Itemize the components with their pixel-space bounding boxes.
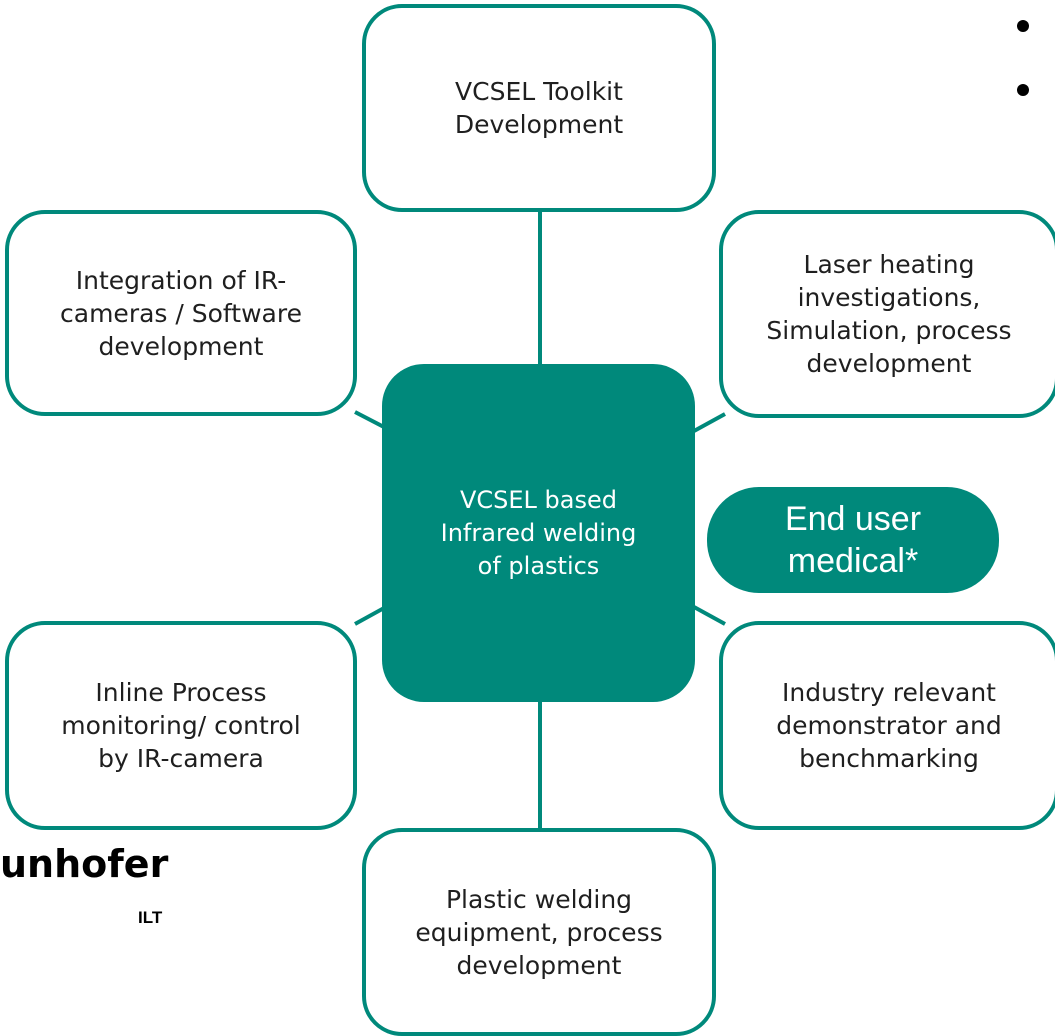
node-ir-camera-integration-label: Integration of IR- cameras / Software de…	[60, 265, 302, 361]
connector-upper-left	[354, 410, 385, 429]
node-center-welding-label: VCSEL based Infrared welding of plastics	[440, 485, 637, 580]
node-laser-heating-label: Laser heating investigations, Simulation…	[766, 250, 1012, 378]
end-user-medical-label: End user medical*	[784, 500, 922, 580]
connector-upper-right	[693, 412, 726, 433]
node-industry-demonstrator: Industry relevant demonstrator and bench…	[719, 621, 1055, 830]
node-vcsel-toolkit-label: VCSEL Toolkit Development	[454, 77, 624, 139]
node-center-welding: VCSEL based Infrared welding of plastics	[382, 364, 695, 702]
bullet-dot-1	[1017, 20, 1029, 32]
logo-institute: ILT	[138, 908, 163, 927]
end-user-medical-badge: End user medical*	[707, 487, 999, 593]
node-laser-heating: Laser heating investigations, Simulation…	[719, 210, 1055, 418]
fraunhofer-ilt-logo: unhofer ILT	[0, 842, 210, 942]
node-inline-monitoring: Inline Process monitoring/ control by IR…	[5, 621, 357, 830]
logo-wordmark: unhofer	[0, 842, 169, 886]
node-plastic-welding: Plastic welding equipment, process devel…	[362, 828, 716, 1036]
node-vcsel-toolkit: VCSEL Toolkit Development	[362, 4, 716, 212]
node-industry-demonstrator-label: Industry relevant demonstrator and bench…	[776, 678, 1002, 773]
connector-lower-left	[354, 606, 385, 626]
node-ir-camera-integration: Integration of IR- cameras / Software de…	[5, 210, 357, 416]
bullet-dot-2	[1017, 84, 1029, 96]
node-inline-monitoring-label: Inline Process monitoring/ control by IR…	[61, 678, 301, 773]
node-plastic-welding-label: Plastic welding equipment, process devel…	[415, 884, 663, 980]
connector-lower-right	[693, 605, 726, 626]
